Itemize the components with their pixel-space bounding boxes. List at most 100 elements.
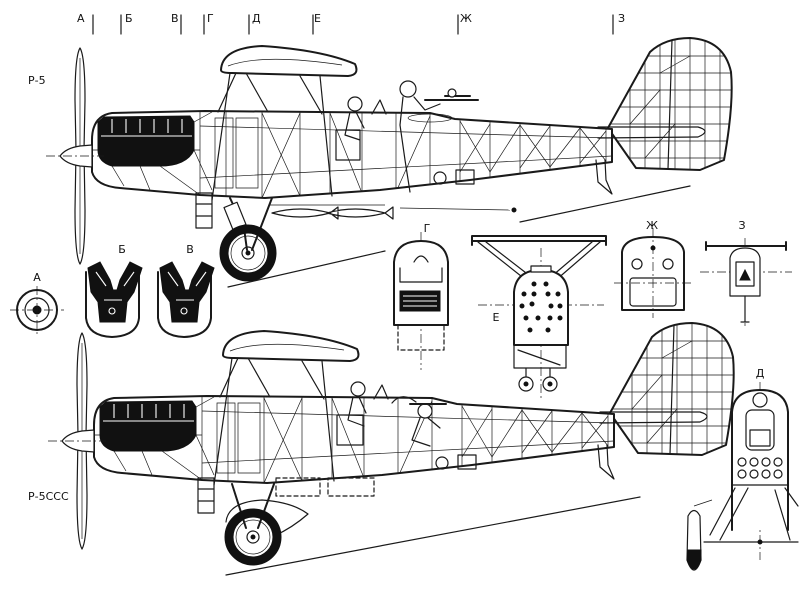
- marker-a: А: [77, 12, 85, 25]
- r5sss-landing-gear: [231, 483, 275, 529]
- section-v-engine: [159, 261, 215, 323]
- section-v-engine-detail: [167, 271, 207, 301]
- r5-tail-line: [519, 185, 691, 223]
- section-view-g: Г: [393, 222, 449, 370]
- r5sss-wheel: [229, 513, 277, 561]
- section-b-crankshaft: [108, 307, 116, 315]
- r5-cabane-struts: [217, 72, 323, 115]
- section-d-frame: [731, 389, 789, 531]
- r5-ground-line: [227, 250, 386, 288]
- gun-drum: [447, 88, 457, 98]
- marker-z: З: [618, 12, 625, 25]
- section-b-engine: [87, 261, 143, 323]
- r5sss-pilot: [336, 381, 389, 446]
- section-zh-axes: [614, 228, 692, 318]
- aircraft-r5sss: Р-5ССС: [28, 315, 742, 576]
- section-z-label: З: [738, 219, 745, 232]
- marker-v: В: [171, 12, 179, 25]
- section-zh-label: Ж: [646, 219, 658, 232]
- section-g-lower-outline: [397, 324, 445, 351]
- section-z-fitting: [739, 268, 751, 281]
- section-d-center-point: [757, 539, 763, 545]
- section-d-window: [745, 409, 775, 451]
- r5-pilot: [335, 96, 387, 161]
- windscreen: [373, 384, 389, 400]
- windscreen: [371, 99, 387, 115]
- section-b-frame: [85, 271, 140, 338]
- pilot-head: [347, 96, 363, 112]
- gunner-body: [411, 417, 441, 447]
- section-view-a: А: [10, 271, 64, 336]
- section-a-label: А: [33, 271, 41, 284]
- r5-sight-dot: [511, 207, 517, 213]
- rear-canopy: [391, 396, 417, 404]
- r5-bombs: [271, 206, 394, 220]
- pilot-body: [335, 111, 365, 161]
- section-zh-dial-left: [631, 258, 643, 270]
- r5sss-interplane-struts: [213, 357, 335, 486]
- r5sss-gun-pods: [275, 477, 375, 497]
- section-view-b: Б: [85, 243, 143, 338]
- section-view-z: З: [700, 219, 792, 326]
- section-view-zh: Ж: [614, 219, 692, 318]
- r5-airframe: [46, 30, 740, 264]
- section-g-tank-detail: [403, 295, 437, 307]
- section-d-instruments: [737, 457, 783, 479]
- section-e-panel-top: [530, 265, 552, 273]
- section-e-lower-box: [513, 344, 567, 378]
- section-b-engine-detail: [95, 271, 135, 301]
- gunner-head: [399, 80, 417, 98]
- section-v-crankshaft: [180, 307, 188, 315]
- section-zh-window: [629, 277, 677, 307]
- section-d-bomb-nose: [686, 549, 702, 570]
- section-e-label: Е: [493, 311, 500, 324]
- section-z-inner-frame: [735, 261, 755, 287]
- section-e-struts: [477, 241, 601, 281]
- r5sss-cabane-struts: [219, 357, 325, 400]
- section-v-frame: [157, 271, 212, 338]
- aircraft-r5: Р-5: [28, 30, 740, 288]
- section-d-struts: [709, 487, 799, 541]
- aircraft-label-r5: Р-5: [28, 74, 46, 87]
- section-e-hub-right: [547, 381, 553, 387]
- marker-ticks: [92, 14, 614, 35]
- section-z-tail-skid: [740, 295, 750, 323]
- section-g-frame: [393, 240, 449, 326]
- r5-sight-line: [399, 207, 511, 211]
- marker-b: Б: [125, 12, 133, 25]
- r5sss-airframe: [48, 315, 742, 549]
- marker-g: Г: [207, 12, 214, 25]
- section-b-label: Б: [118, 243, 126, 256]
- section-e-gauges: [519, 281, 563, 333]
- section-z-stabilizer: [705, 241, 787, 251]
- section-zh-dial-right: [662, 258, 674, 270]
- r5sss-wheel-fairing: [225, 499, 309, 537]
- section-d-label: Д: [756, 367, 765, 380]
- r5-wheel: [224, 229, 272, 277]
- aircraft-label-r5sss: Р-5ССС: [28, 490, 69, 503]
- marker-d: Д: [252, 12, 261, 25]
- section-markers: А Б В Г Д Е Ж З: [77, 12, 625, 35]
- section-a-axes: [10, 286, 64, 336]
- section-g-label: Г: [424, 222, 431, 235]
- pilot-body: [336, 396, 367, 446]
- r5-gunner: [399, 80, 479, 193]
- section-view-d: Д: [686, 367, 799, 571]
- section-d-top-fitting: [752, 392, 768, 408]
- section-d-bomb-hanger: [693, 499, 713, 507]
- pilot-head: [350, 381, 366, 397]
- r5-interplane-struts: [211, 72, 333, 201]
- section-d-seat: [749, 429, 771, 447]
- gunner-body: [399, 96, 441, 193]
- r5sss-ground-line: [225, 496, 641, 576]
- section-e-hub-left: [523, 381, 529, 387]
- section-view-e: Е: [471, 235, 607, 398]
- section-v-label: В: [186, 243, 194, 256]
- r5sss-gunner: [391, 396, 447, 447]
- gun-ring: [407, 113, 453, 123]
- section-zh-top-fitting: [650, 245, 656, 251]
- section-e-wing-bar: [471, 235, 607, 246]
- marker-zh: Ж: [460, 12, 472, 25]
- gunner-head: [417, 403, 433, 419]
